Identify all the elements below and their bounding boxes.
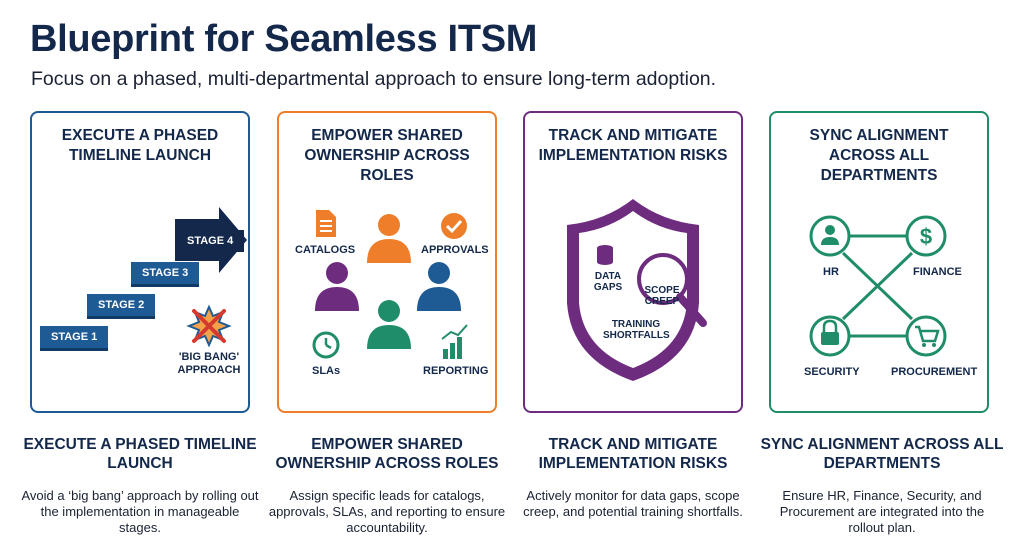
column-description-risks: Actively monitor for data gaps, scope cr…: [523, 488, 743, 519]
lock-icon: [809, 315, 851, 357]
column-description-departments: Ensure HR, Finance, Security, and Procur…: [779, 488, 985, 535]
bar-chart-icon: [441, 324, 468, 359]
column-title-phased: EXECUTE A PHASED TIMELINE LAUNCH: [23, 436, 257, 472]
person-purple-icon: [315, 262, 359, 311]
card-heading: SYNC ALIGNMENT ACROSS ALL DEPARTMENTS: [809, 127, 949, 184]
slas-label: SLAs: [312, 365, 341, 377]
stage-4-step: STAGE 4: [176, 230, 245, 252]
approvals-label: APPROVALS: [421, 244, 489, 256]
database-icon: [597, 245, 613, 265]
security-label: SECURITY: [804, 366, 860, 378]
team-roles-graphic: [312, 210, 468, 359]
scope-creep-label: SCOPE CREEP: [644, 285, 680, 307]
page-subtitle: Focus on a phased, multi-departmental ap…: [31, 68, 717, 90]
person-icon: [809, 215, 851, 257]
person-blue-icon: [417, 262, 461, 311]
document-icon: [316, 210, 336, 237]
stage-2-step: STAGE 2: [87, 294, 156, 316]
card-heading: EMPOWER SHARED OWNERSHIP ACROSS ROLES: [304, 127, 470, 184]
card-risks: TRACK AND MITIGATE IMPLEMENTATION RISKS …: [523, 111, 743, 413]
card-phased-timeline: EXECUTE A PHASED TIMELINE LAUNCH STAGE 1…: [30, 111, 250, 413]
catalogs-label: CATALOGS: [295, 244, 356, 256]
page-title: Blueprint for Seamless ITSM: [30, 18, 538, 60]
column-title-risks: TRACK AND MITIGATE IMPLEMENTATION RISKS: [538, 436, 728, 472]
cart-icon: [905, 315, 947, 357]
card-departments: SYNC ALIGNMENT ACROSS ALL DEPARTMENTS $ …: [769, 111, 989, 413]
card-shared-ownership: EMPOWER SHARED OWNERSHIP ACROSS ROLES: [277, 111, 497, 413]
column-description-ownership: Assign specific leads for catalogs, appr…: [268, 488, 506, 535]
hr-label: HR: [823, 266, 839, 278]
stage-3-step: STAGE 3: [131, 262, 200, 284]
training-shortfalls-label: TRAINING SHORTFALLS: [603, 319, 670, 341]
reporting-label: REPORTING: [423, 365, 489, 377]
dollar-icon: $: [905, 215, 947, 257]
big-bang-icon: [186, 304, 232, 348]
finance-label: FINANCE: [913, 266, 962, 278]
procurement-label: PROCUREMENT: [891, 366, 978, 378]
big-bang-label: 'BIG BANG' APPROACH: [177, 351, 241, 376]
person-orange-icon: [367, 214, 411, 263]
card-heading: TRACK AND MITIGATE IMPLEMENTATION RISKS: [538, 127, 728, 164]
clock-icon: [312, 331, 340, 359]
svg-text:$: $: [920, 224, 932, 249]
column-title-departments: SYNC ALIGNMENT ACROSS ALL DEPARTMENTS: [760, 436, 1004, 472]
column-description-phased: Avoid a ‘big bang’ approach by rolling o…: [21, 488, 259, 535]
risk-shield-graphic: [567, 199, 707, 381]
person-green-icon: [367, 300, 411, 349]
magnifier-icon: [637, 253, 707, 327]
column-title-ownership: EMPOWER SHARED OWNERSHIP ACROSS ROLES: [275, 436, 499, 472]
card-heading: EXECUTE A PHASED TIMELINE LAUNCH: [61, 127, 219, 164]
check-circle-icon: [441, 213, 467, 239]
department-network-graphic: $: [809, 215, 947, 357]
data-gaps-label: DATA GAPS: [593, 271, 623, 293]
stage-1-step: STAGE 1: [40, 326, 109, 348]
